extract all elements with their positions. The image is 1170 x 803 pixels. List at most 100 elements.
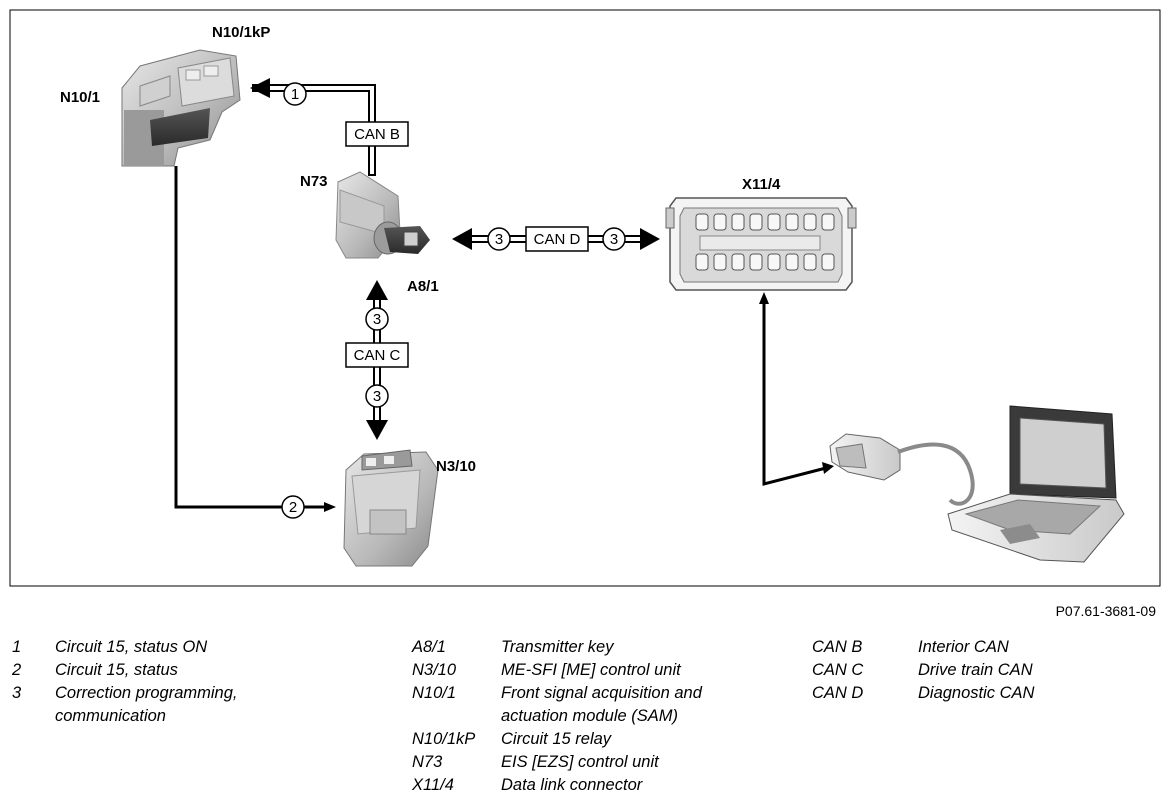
legend-value: Correction programming, [55,684,238,702]
me-control-unit-image [343,449,439,567]
can-d-box-label: CAN D [534,231,581,248]
can-d-box [525,226,589,252]
legend-key: CAN C [812,661,864,679]
circuit-2-line [174,166,282,509]
connector-pin [767,253,781,271]
legend-key: N10/1kP [412,730,476,748]
legend-key: CAN D [812,684,864,702]
legend-value: Drive train CAN [918,661,1033,679]
marker-3-can-c-top: 3 [365,307,389,331]
circuit-2-arrowhead [324,502,336,512]
can-b-box [345,121,409,147]
connector-pin [749,253,763,271]
label-n10-1: N10/1 [60,89,100,106]
marker-1-label: 1 [291,86,299,103]
connector-pin [695,213,709,231]
legend-value: actuation module (SAM) [501,707,678,725]
diagnostic-line [762,298,827,486]
legend-key [412,705,501,728]
legend-column-1: 1 Circuit 15, status ON 2 Circuit 15, statu… [12,636,237,728]
marker-3-label: 3 [495,231,503,248]
label-x11-4: X11/4 [742,176,781,193]
legend-value: Transmitter key [501,638,614,656]
can-c-arrowhead-up [366,280,388,300]
connector-pin [713,213,727,231]
legend-value: Circuit 15, status ON [55,638,208,656]
connector-pin [785,253,799,271]
can-d-arrowhead-right [640,228,660,250]
can-c-box-label: CAN C [354,347,401,364]
data-link-connector-image [665,197,857,291]
legend-key: 3 [12,684,22,702]
legend-key: N10/1 [412,684,457,702]
legend-row: A8/1 Transmitter key [412,636,702,659]
legend-key: A8/1 [412,638,446,656]
marker-2-label: 2 [289,499,297,516]
legend-key [12,705,55,728]
connector-pin [713,253,727,271]
diagram-frame [9,9,1161,587]
legend-row: 3 Correction programming, [12,682,237,705]
legend-key: X11/4 [412,776,454,794]
legend-row: CAN B Interior CAN [812,636,1034,659]
legend-key: CAN B [812,638,863,656]
connector-pin [749,213,763,231]
legend-row: N3/10 ME-SFI [ME] control unit [412,659,702,682]
diagnostic-laptop-image [829,405,1125,563]
eis-unit-image [335,171,430,259]
label-n3-10: N3/10 [436,458,476,475]
label-n10-1kp: N10/1kP [212,24,270,41]
sam-module-image [121,49,241,167]
legend-row: communication [12,705,237,728]
legend-key: 2 [12,661,22,679]
connector-pin [821,213,835,231]
legend-row: N73 EIS [EZS] control unit [412,751,702,774]
legend-row: CAN D Diagnostic CAN [812,682,1034,705]
marker-3-can-d-left: 3 [487,227,511,251]
connector-pin [803,253,817,271]
legend-row: 2 Circuit 15, status [12,659,237,682]
marker-3-label: 3 [373,388,381,405]
legend-value: Diagnostic CAN [918,684,1035,702]
diagnostic-arrowhead-up [759,292,769,304]
legend-value: Interior CAN [918,638,1009,656]
legend-value: EIS [EZS] control unit [501,753,659,771]
can-c-box [345,342,409,368]
legend-value: ME-SFI [ME] control unit [501,661,681,679]
connector-pin [803,213,817,231]
figure-id: P07.61-3681-09 [1055,603,1156,619]
diagnostic-arrowhead-right [822,462,834,474]
can-b-arrowhead [250,78,270,98]
marker-3-can-d-right: 3 [602,227,626,251]
connector-pin [731,253,745,271]
connector-pin [695,253,709,271]
connector-pin [767,213,781,231]
legend-key: N3/10 [412,661,457,679]
legend-row: 1 Circuit 15, status ON [12,636,237,659]
marker-3-can-c-bottom: 3 [365,384,389,408]
can-b-box-label: CAN B [354,126,400,143]
connector-pin [821,253,835,271]
legend-value: Circuit 15, status [55,661,178,679]
connector-pin [731,213,745,231]
legend-key: 1 [12,638,22,656]
legend-value: Data link connector [501,776,643,794]
marker-3-label: 3 [373,311,381,328]
legend-row: actuation module (SAM) [412,705,702,728]
can-c-arrowhead-down [366,420,388,440]
legend-value: communication [55,707,166,725]
marker-3-label: 3 [610,231,618,248]
legend-key: N73 [412,753,443,771]
marker-2: 2 [281,495,305,519]
label-a8-1: A8/1 [407,278,439,295]
marker-1: 1 [283,82,307,106]
legend-row: X11/4 Data link connector [412,774,702,797]
legend-row: CAN C Drive train CAN [812,659,1034,682]
label-n73: N73 [300,173,328,190]
